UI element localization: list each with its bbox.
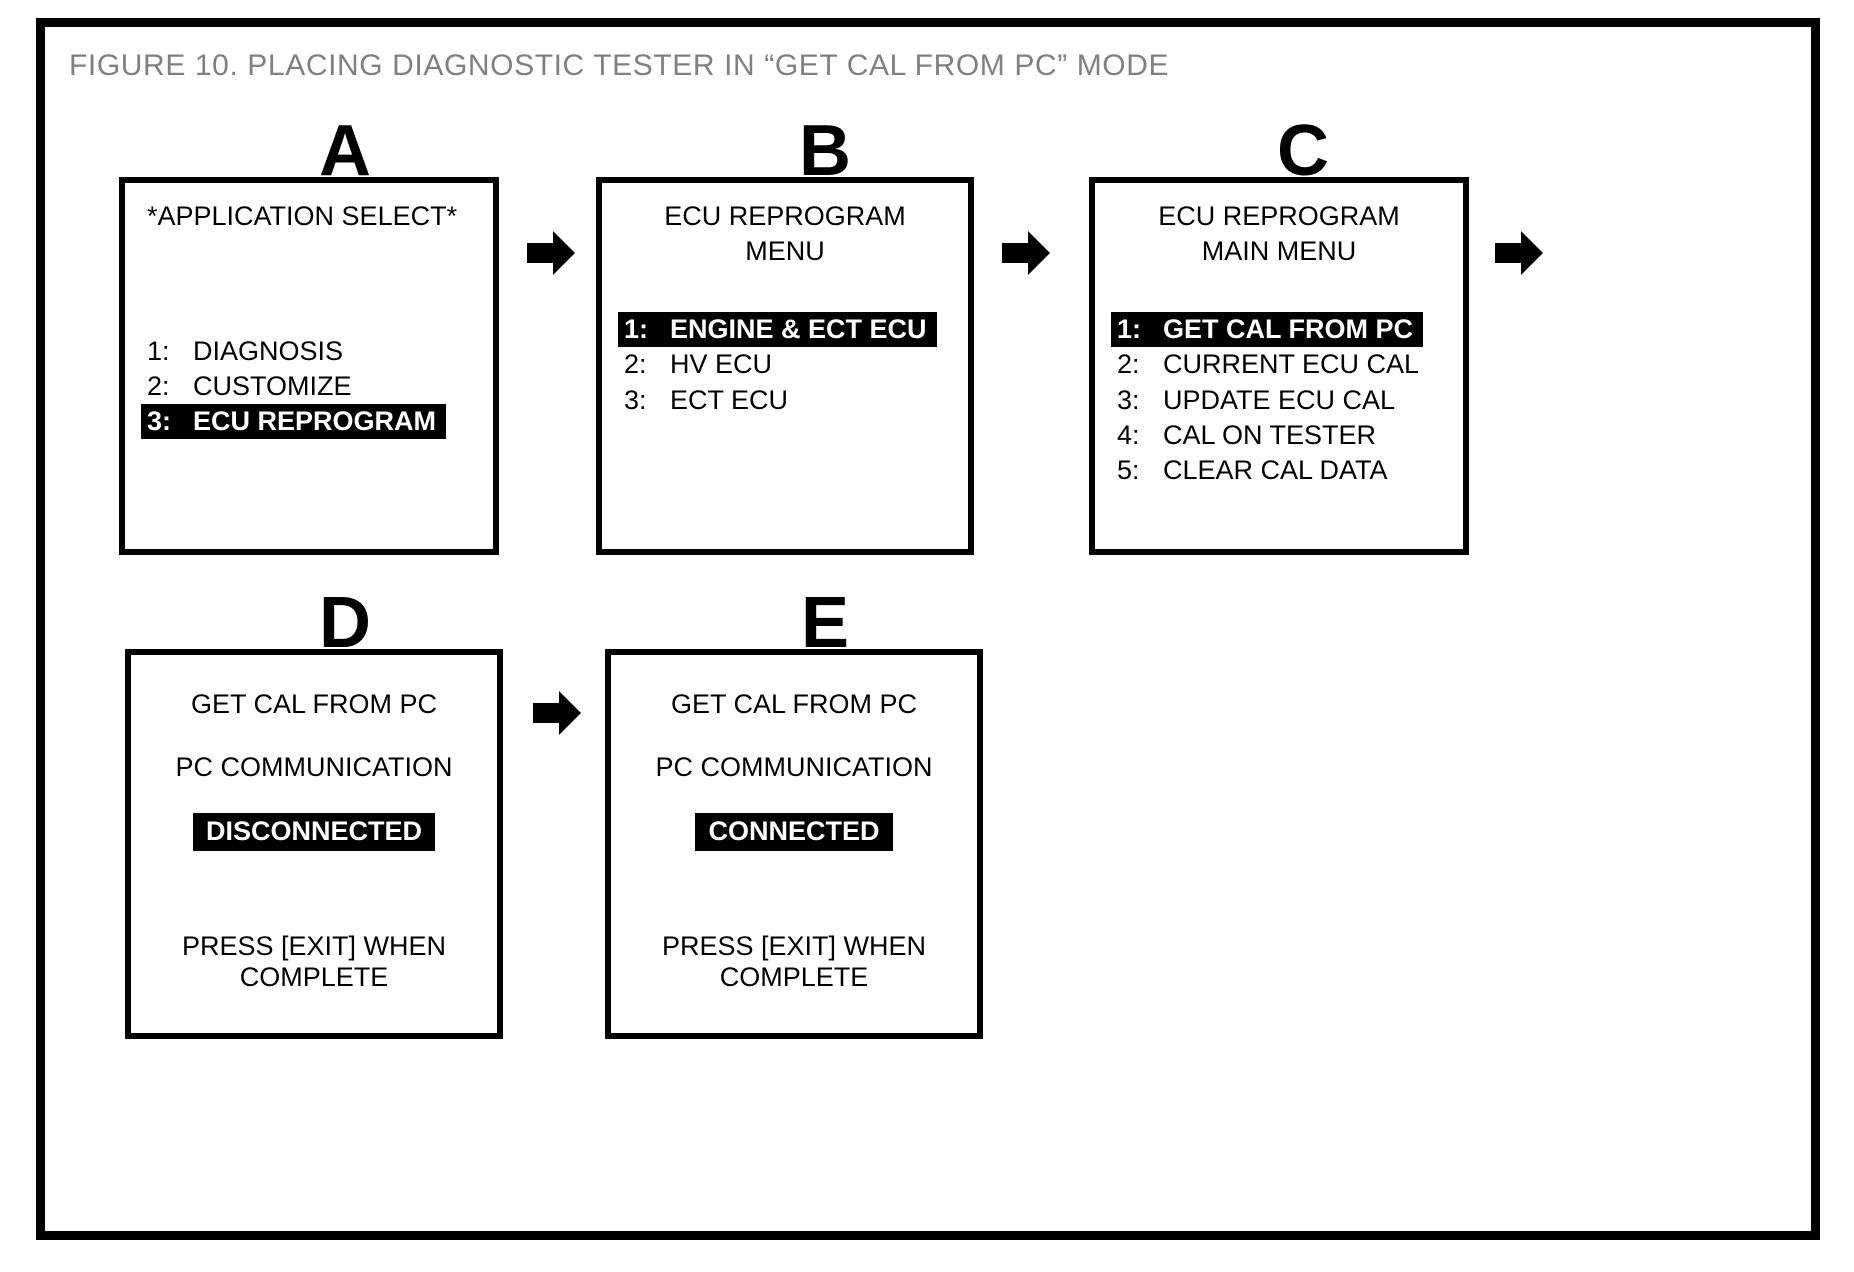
panel-a-screen: *APPLICATION SELECT* 1: DIAGNOSIS 2: CUSTO… (125, 183, 493, 440)
panel-a-title: *APPLICATION SELECT* (147, 201, 458, 231)
panel-e-get-cal-from-pc-connected: GET CAL FROM PC PC COMMUNICATION CONNECT… (605, 649, 983, 1039)
panel-c-item-5-index: 5: (1117, 455, 1140, 486)
panel-b-item-1[interactable]: 1: ENGINE & ECT ECU (618, 312, 968, 348)
panel-c-ecu-reprogram-main-menu: ECU REPROGRAM MAIN MENU 1: GET CAL FROM P… (1089, 177, 1469, 555)
panel-c-item-4-label: CAL ON TESTER (1163, 420, 1377, 451)
panel-b-title-line-1: ECU REPROGRAM (664, 201, 906, 231)
panel-a-item-3-label: ECU REPROGRAM (193, 406, 437, 437)
panel-e-footer-line-2: COMPLETE (719, 962, 869, 992)
panel-c-item-3-index: 3: (1117, 384, 1140, 415)
right-arrow-icon (1002, 231, 1050, 275)
panel-a-item-2-index: 2: (147, 370, 170, 401)
panel-a-item-2[interactable]: 2: CUSTOMIZE (147, 369, 493, 404)
panel-b-menu: 1: ENGINE & ECT ECU 2: HV ECU 3: ECT ECU (602, 312, 968, 418)
panel-c-item-5[interactable]: 5: CLEAR CAL DATA (1117, 453, 1463, 488)
panel-a-item-3[interactable]: 3: ECU REPROGRAM (141, 404, 493, 440)
panel-b-item-3[interactable]: 3: ECT ECU (624, 383, 968, 418)
panel-d-status-wrap: DISCONNECTED (131, 813, 497, 851)
panel-letter-a: A (319, 111, 371, 191)
panel-c-item-4-index: 4: (1117, 420, 1140, 451)
panel-b-item-2-label: HV ECU (670, 349, 773, 380)
panel-c-item-1-label: GET CAL FROM PC (1163, 314, 1414, 345)
panel-d-footer-line-1: PRESS [EXIT] WHEN (181, 931, 447, 961)
panel-letter-d: D (319, 583, 371, 663)
panel-e-subheading: PC COMMUNICATION (655, 752, 933, 782)
panel-b-screen: ECU REPROGRAM MENU 1: ENGINE & ECT ECU 2:… (602, 183, 968, 418)
figure-frame: FIGURE 10. PLACING DIAGNOSTIC TESTER IN … (36, 18, 1820, 1240)
panel-d-status-badge: DISCONNECTED (192, 813, 435, 851)
panel-b-item-1-index: 1: (624, 314, 649, 345)
panel-a-application-select: *APPLICATION SELECT* 1: DIAGNOSIS 2: CUSTO… (119, 177, 499, 555)
panel-letter-e: E (800, 583, 850, 663)
panel-d-screen: GET CAL FROM PC PC COMMUNICATION DISCONN… (131, 655, 497, 993)
panel-c-screen: ECU REPROGRAM MAIN MENU 1: GET CAL FROM P… (1095, 183, 1463, 489)
panel-letter-c: C (1277, 111, 1329, 191)
panel-a-item-1-index: 1: (147, 335, 170, 366)
panel-e-status-wrap: CONNECTED (611, 813, 977, 851)
panel-b-item-3-index: 3: (624, 384, 647, 415)
panel-c-item-5-label: CLEAR CAL DATA (1163, 455, 1388, 486)
panel-c-title-line-1: ECU REPROGRAM (1158, 201, 1400, 231)
arrow-b-to-c (1000, 227, 1052, 279)
panel-d-footer-line-2: COMPLETE (239, 962, 389, 992)
panel-c-item-4[interactable]: 4: CAL ON TESTER (1117, 418, 1463, 453)
arrow-c-to-d (1493, 227, 1545, 279)
panel-b-ecu-reprogram-menu: ECU REPROGRAM MENU 1: ENGINE & ECT ECU 2:… (596, 177, 974, 555)
panel-b-title-line-2: MENU (745, 235, 825, 266)
panel-a-item-1[interactable]: 1: DIAGNOSIS (147, 334, 493, 369)
panel-c-item-2-label: CURRENT ECU CAL (1163, 349, 1420, 380)
panel-b-item-1-label: ENGINE & ECT ECU (670, 314, 927, 345)
panel-c-item-2[interactable]: 2: CURRENT ECU CAL (1117, 347, 1463, 382)
figure-title: FIGURE 10. PLACING DIAGNOSTIC TESTER IN … (69, 49, 1170, 82)
right-arrow-icon (1495, 231, 1543, 275)
panel-e-heading: GET CAL FROM PC (670, 689, 918, 719)
right-arrow-icon (527, 231, 575, 275)
panel-c-item-1[interactable]: 1: GET CAL FROM PC (1111, 312, 1463, 348)
panel-c-item-3[interactable]: 3: UPDATE ECU CAL (1117, 383, 1463, 418)
panel-c-item-2-index: 2: (1117, 349, 1140, 380)
panel-b-item-3-label: ECT ECU (670, 384, 789, 415)
panel-a-item-3-index: 3: (147, 406, 172, 437)
panel-letter-b: B (799, 111, 851, 191)
panel-e-screen: GET CAL FROM PC PC COMMUNICATION CONNECT… (611, 655, 977, 993)
panel-c-item-3-label: UPDATE ECU CAL (1163, 384, 1396, 415)
panel-c-menu: 1: GET CAL FROM PC 2: CURRENT ECU CAL 3: UP… (1095, 312, 1463, 489)
panel-e-footer-line-1: PRESS [EXIT] WHEN (661, 931, 927, 961)
panel-a-menu: 1: DIAGNOSIS 2: CUSTOMIZE 3: ECU REPROGRAM (125, 334, 493, 440)
arrow-d-to-e (531, 687, 583, 739)
panel-b-item-2[interactable]: 2: HV ECU (624, 347, 968, 382)
panel-a-item-2-label: CUSTOMIZE (193, 370, 352, 401)
panel-c-title-line-2: MAIN MENU (1201, 235, 1357, 266)
panel-d-subheading: PC COMMUNICATION (175, 752, 453, 782)
right-arrow-icon (533, 691, 581, 735)
arrow-a-to-b (525, 227, 577, 279)
panel-b-item-2-index: 2: (624, 349, 647, 380)
panel-a-item-1-label: DIAGNOSIS (193, 335, 344, 366)
panel-c-item-1-index: 1: (1117, 314, 1142, 345)
panel-d-get-cal-from-pc-disconnected: GET CAL FROM PC PC COMMUNICATION DISCONN… (125, 649, 503, 1039)
panel-e-status-badge: CONNECTED (695, 813, 893, 851)
panel-d-heading: GET CAL FROM PC (190, 689, 438, 719)
